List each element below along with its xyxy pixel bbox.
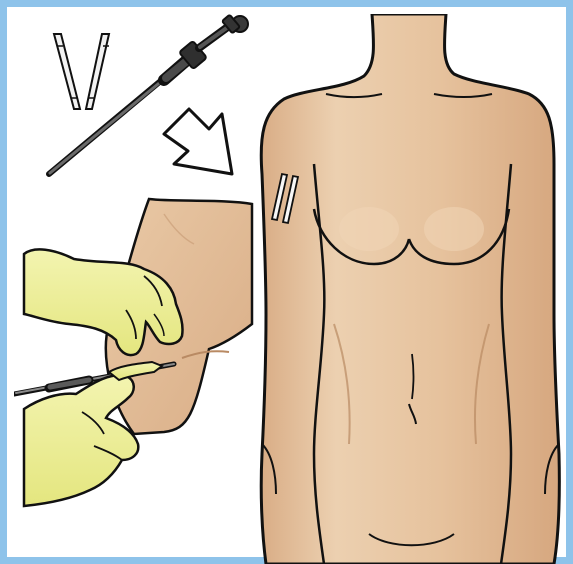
implant-insertion-illustration [14,14,573,564]
female-torso-figure [261,14,559,564]
arrow-icon [164,109,232,174]
contraceptive-implant-rods-icon [54,34,109,109]
